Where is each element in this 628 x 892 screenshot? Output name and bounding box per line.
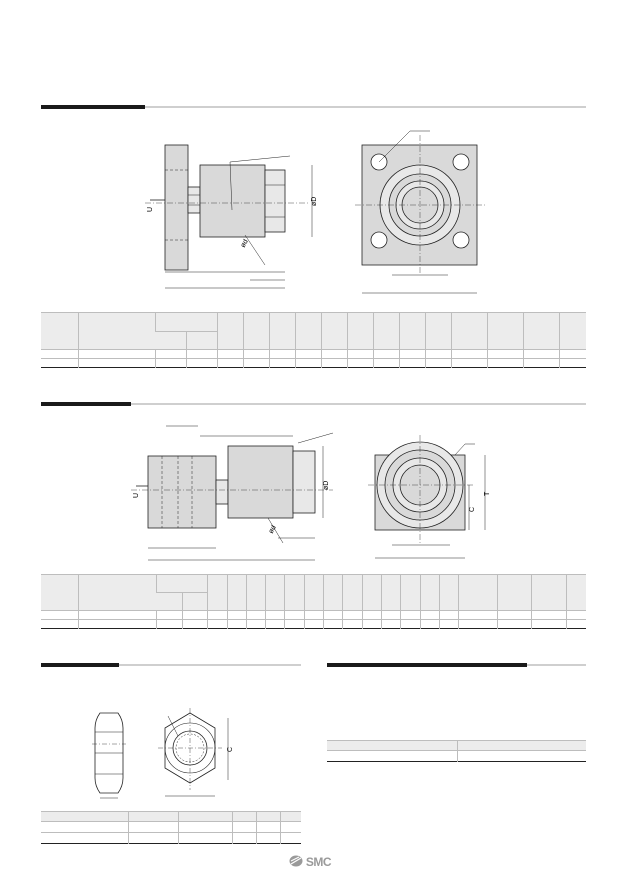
section-4-rule bbox=[327, 663, 586, 667]
dim-label-c-nut: C bbox=[227, 747, 234, 752]
smc-logo-icon bbox=[289, 855, 303, 867]
dim-label-dia-d: øD bbox=[311, 197, 318, 206]
section-3-rule bbox=[41, 663, 301, 667]
spec-table-3 bbox=[41, 811, 301, 844]
foot-front-view-drawing: C T bbox=[368, 435, 491, 559]
dim-label-dia-d-small-2: ød bbox=[268, 524, 278, 535]
footer-logo: SMC bbox=[289, 855, 332, 869]
dim-label-u: U bbox=[147, 207, 154, 212]
foot-side-view-drawing: øD ød U bbox=[131, 425, 334, 561]
dim-label-u-2: U bbox=[133, 493, 140, 498]
dim-label-dia-d-small: ød bbox=[240, 238, 250, 249]
dim-label-dia-d-2: øD bbox=[323, 481, 330, 490]
nut-side-view-drawing bbox=[92, 712, 126, 799]
spec-table-4 bbox=[327, 740, 586, 762]
dim-label-t: T bbox=[484, 491, 491, 496]
spec-table-2 bbox=[41, 574, 586, 629]
footer-logo-text: SMC bbox=[305, 855, 332, 869]
flange-side-view-drawing: øD ød U bbox=[145, 144, 318, 289]
section-2-rule bbox=[41, 402, 586, 406]
dim-label-c: C bbox=[469, 507, 476, 512]
nut-front-view-drawing: C bbox=[158, 708, 234, 797]
spec-table-1 bbox=[41, 312, 586, 368]
section-1-rule bbox=[41, 105, 586, 109]
flange-front-view-drawing bbox=[355, 130, 485, 294]
